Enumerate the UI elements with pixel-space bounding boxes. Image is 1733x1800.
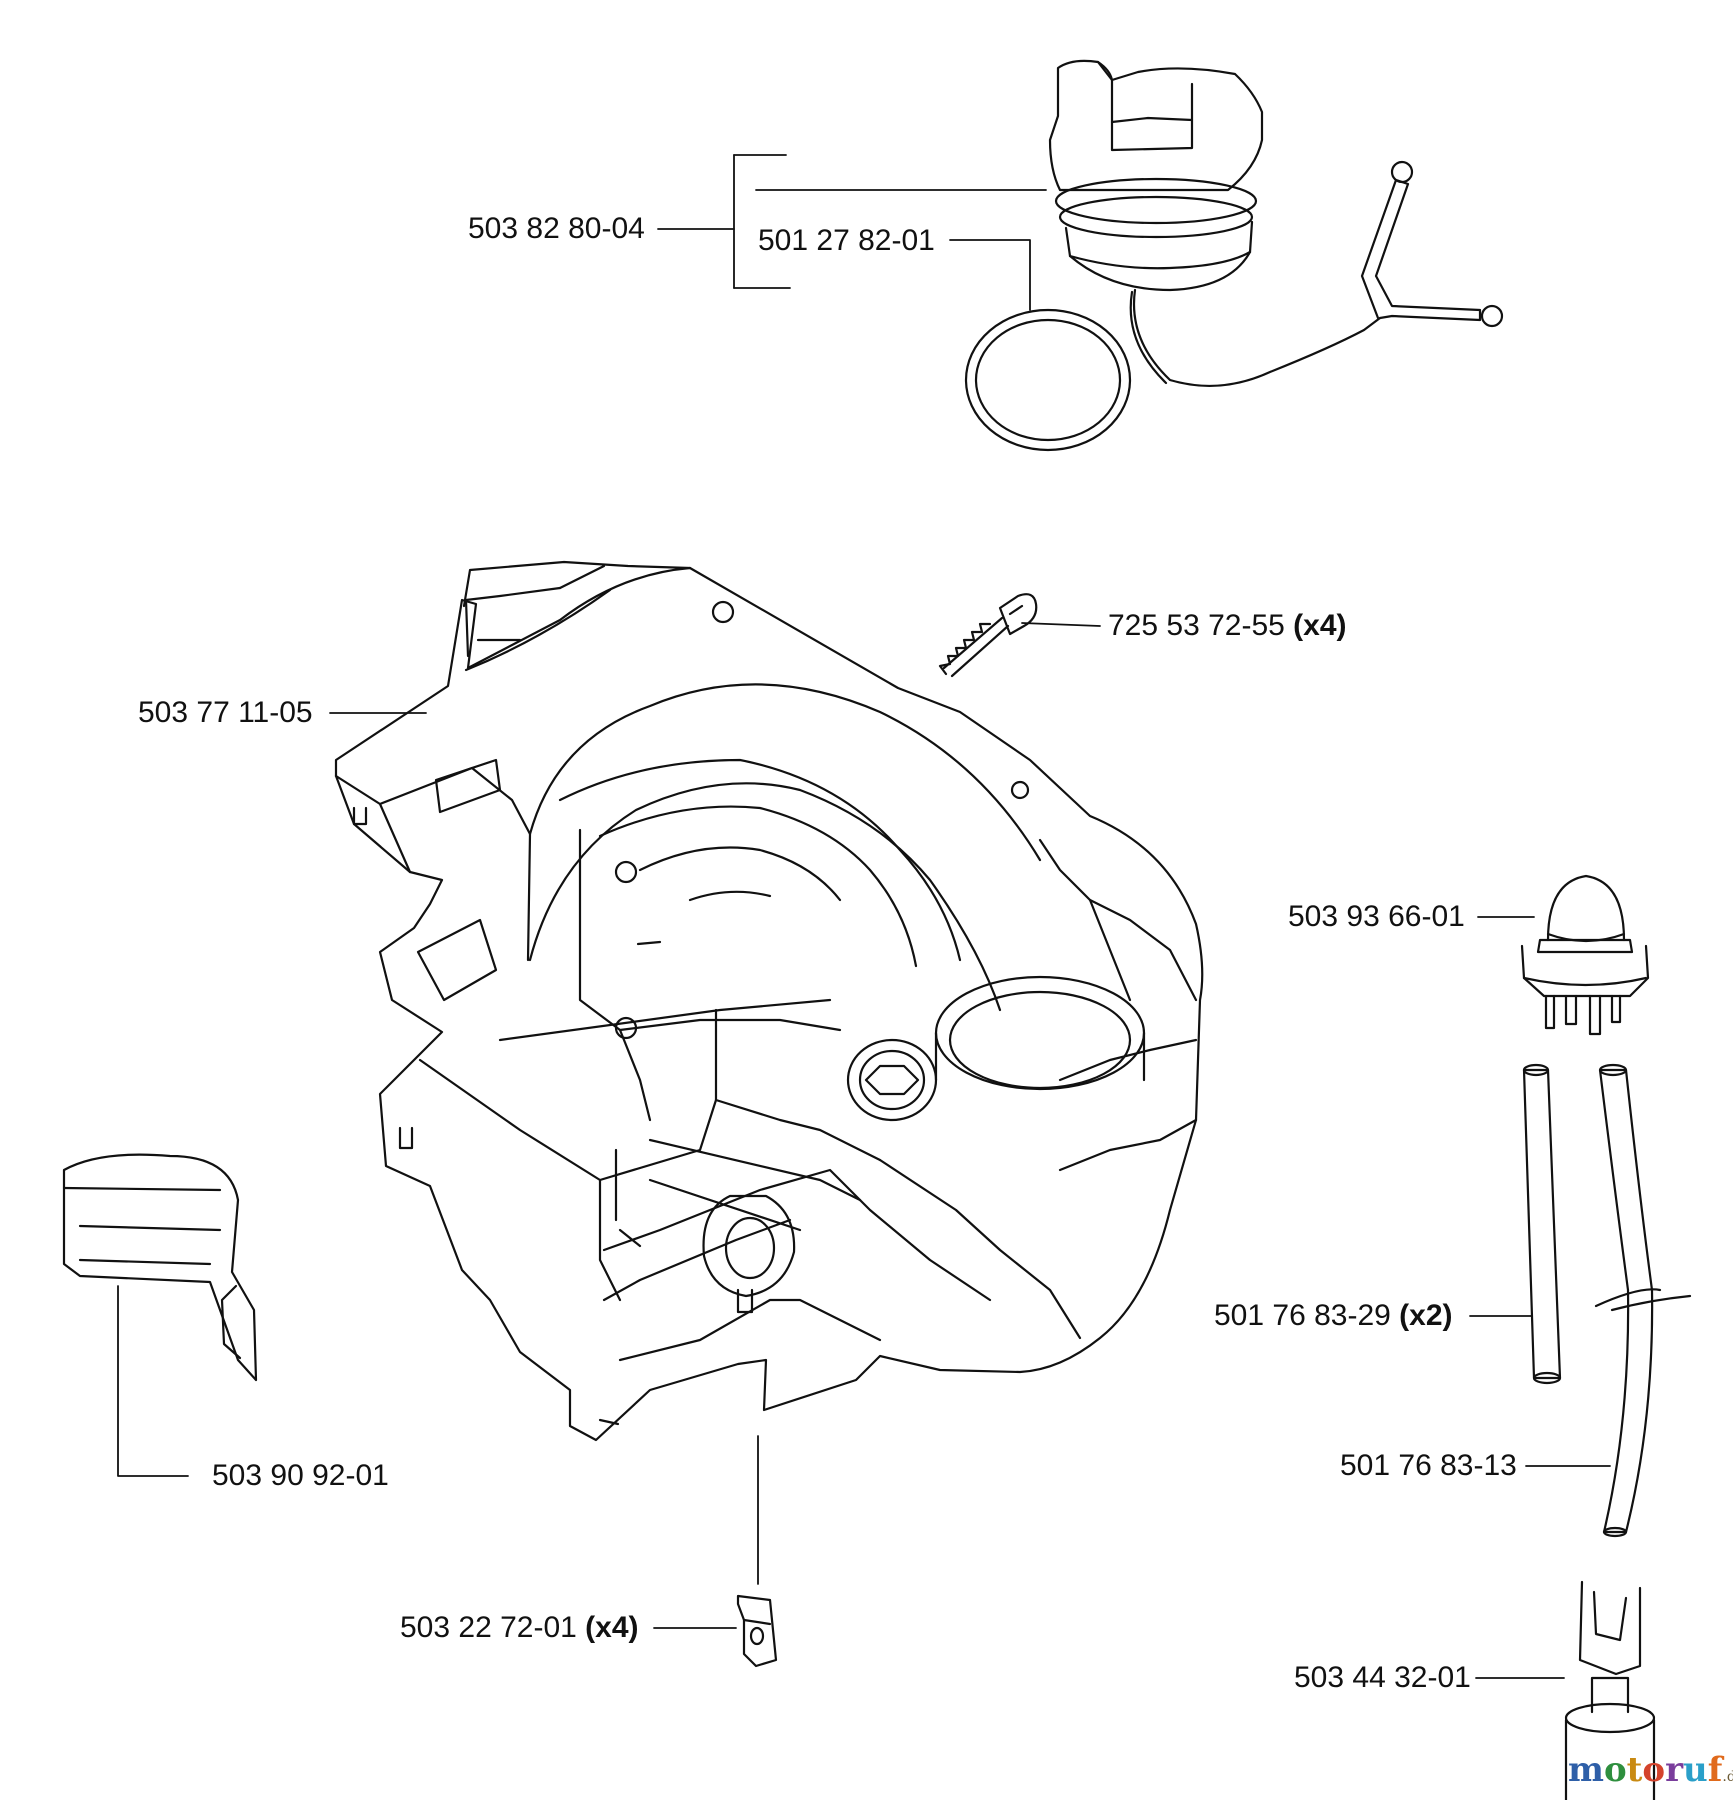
motoruf-watermark: motoruf.de <box>1568 1750 1733 1790</box>
fuel-filter-drawing <box>1564 1580 1656 1800</box>
label-fuel-hose-long: 501 76 83-13 <box>1340 1449 1517 1482</box>
o-ring-drawing <box>964 308 1132 452</box>
watermark-suffix: .de <box>1722 1769 1733 1785</box>
label-fuel-tank: 503 77 11-05 <box>138 696 313 729</box>
fuel-cap-drawing <box>1048 59 1504 387</box>
watermark-letter: u <box>1683 1750 1708 1790</box>
damper-drawing <box>62 1153 258 1382</box>
watermark-letter: o <box>1603 1750 1627 1790</box>
label-fuel-hose-short: 501 76 83-29 (x2) <box>1214 1298 1453 1334</box>
clip-drawing <box>736 1594 778 1668</box>
fuel-hose-short-drawing <box>1522 1063 1562 1385</box>
fuel-hose-short-quantity: (x2) <box>1399 1299 1453 1332</box>
fuel-hose-long-drawing <box>1594 1063 1692 1538</box>
watermark-letter: f <box>1707 1750 1723 1790</box>
primer-bulb-drawing <box>1520 874 1650 1036</box>
screw-part-number: 725 53 72-55 <box>1108 609 1285 642</box>
watermark-letter: m <box>1568 1750 1604 1790</box>
label-primer-bulb: 503 93 66-01 <box>1288 900 1465 933</box>
label-clip: 503 22 72-01 (x4) <box>400 1610 639 1646</box>
watermark-letter: t <box>1626 1750 1643 1790</box>
watermark-letters: motoruf <box>1568 1750 1722 1790</box>
label-o-ring: 501 27 82-01 <box>758 224 935 257</box>
screw-quantity: (x4) <box>1293 609 1347 642</box>
fuel-tank-drawing <box>334 560 1204 1442</box>
leader-lines <box>117 154 1611 1679</box>
label-fuel-filter: 503 44 32-01 <box>1294 1661 1471 1694</box>
watermark-letter: r <box>1665 1750 1683 1790</box>
label-screw: 725 53 72-55 (x4) <box>1108 608 1347 644</box>
clip-part-number: 503 22 72-01 <box>400 1611 577 1644</box>
label-damper: 503 90 92-01 <box>212 1459 389 1492</box>
clip-quantity: (x4) <box>585 1611 639 1644</box>
label-fuel-cap-assembly: 503 82 80-04 <box>468 212 645 245</box>
screw-drawing <box>938 593 1038 678</box>
watermark-letter: o <box>1642 1750 1666 1790</box>
fuel-hose-short-part-number: 501 76 83-29 <box>1214 1299 1391 1332</box>
